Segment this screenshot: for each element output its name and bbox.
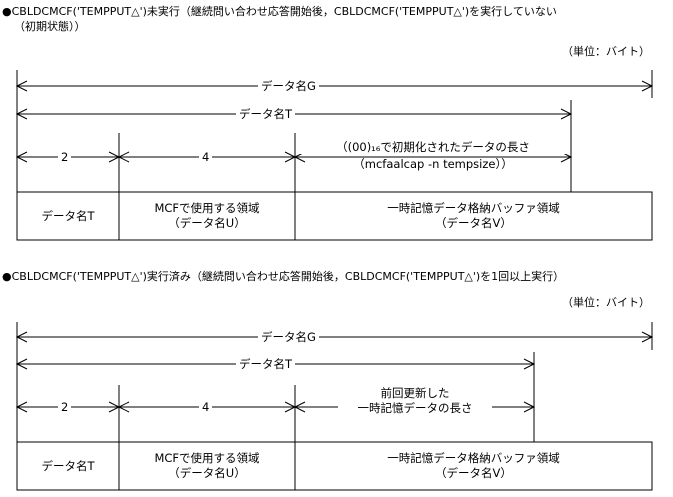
cell-label: MCFで使用する領域 xyxy=(154,451,260,465)
arrow-head xyxy=(117,401,130,413)
size-label-line1: 前回更新した xyxy=(380,386,450,400)
unit-label: （単位：バイト） xyxy=(562,296,650,309)
table-border xyxy=(16,441,653,491)
cell-mcf-area: MCFで使用する領域 （データ名U） xyxy=(120,193,294,239)
section1-heading-cont: （初期状態）） xyxy=(14,20,86,33)
label-g: データ名G xyxy=(258,79,319,93)
arrow-head xyxy=(293,401,306,413)
size-label-line1: （(00)₁₆で初期化されたデータの長さ xyxy=(336,140,530,154)
cell-sublabel: （データ名U） xyxy=(168,216,246,230)
arrow-head xyxy=(15,401,28,413)
label-g: データ名G xyxy=(258,330,319,344)
section1-heading: ●CBLDCMCF('TEMPPUT△')未実行（継続問い合わせ応答開始後，CB… xyxy=(2,5,557,18)
size-label-line2: 一時記憶データの長さ xyxy=(338,401,492,415)
arrow-head xyxy=(523,401,536,413)
cell-mcf-area: MCFで使用する領域 （データ名U） xyxy=(120,443,294,489)
cell-label: MCFで使用する領域 xyxy=(154,201,260,215)
cell-data-t: データ名T xyxy=(18,443,118,489)
size-label: 2 xyxy=(58,400,72,414)
cell-temp-buffer: 一時記憶データ格納バッファ領域 （データ名V） xyxy=(296,193,651,239)
size-label: 4 xyxy=(199,150,213,164)
arrow-head xyxy=(15,108,28,120)
arrow-head xyxy=(523,358,536,370)
size-label: 4 xyxy=(199,400,213,414)
label-t: データ名T xyxy=(236,107,296,121)
arrow-head xyxy=(15,80,28,92)
cell-label: データ名T xyxy=(41,458,95,473)
arrow-head xyxy=(560,108,573,120)
size-label: 2 xyxy=(58,150,72,164)
section2-heading: ●CBLDCMCF('TEMPPUT△')実行済み（継続問い合わせ応答開始後，C… xyxy=(2,270,565,283)
arrow-head xyxy=(15,358,28,370)
cell-data-t: データ名T xyxy=(18,193,118,239)
size-label-line2: （mcfaalcap -n tempsize）） xyxy=(353,157,513,171)
arrow-head xyxy=(15,331,28,343)
cell-sublabel: （データ名U） xyxy=(168,466,246,480)
arrow-head xyxy=(117,151,130,163)
cell-label: 一時記憶データ格納バッファ領域 xyxy=(387,201,560,215)
cell-label: 一時記憶データ格納バッファ領域 xyxy=(387,451,560,465)
cell-temp-buffer: 一時記憶データ格納バッファ領域 （データ名V） xyxy=(296,443,651,489)
cell-sublabel: （データ名V） xyxy=(435,466,512,480)
arrow-head xyxy=(641,80,654,92)
label-t: データ名T xyxy=(236,357,296,371)
arrow-head xyxy=(15,151,28,163)
table-border xyxy=(16,191,653,241)
size-label: （(00)₁₆で初期化されたデータの長さ xyxy=(300,140,566,154)
cell-label: データ名T xyxy=(41,208,95,223)
arrow-head xyxy=(641,331,654,343)
cell-sublabel: （データ名V） xyxy=(435,216,512,230)
unit-label: （単位：バイト） xyxy=(562,45,650,58)
